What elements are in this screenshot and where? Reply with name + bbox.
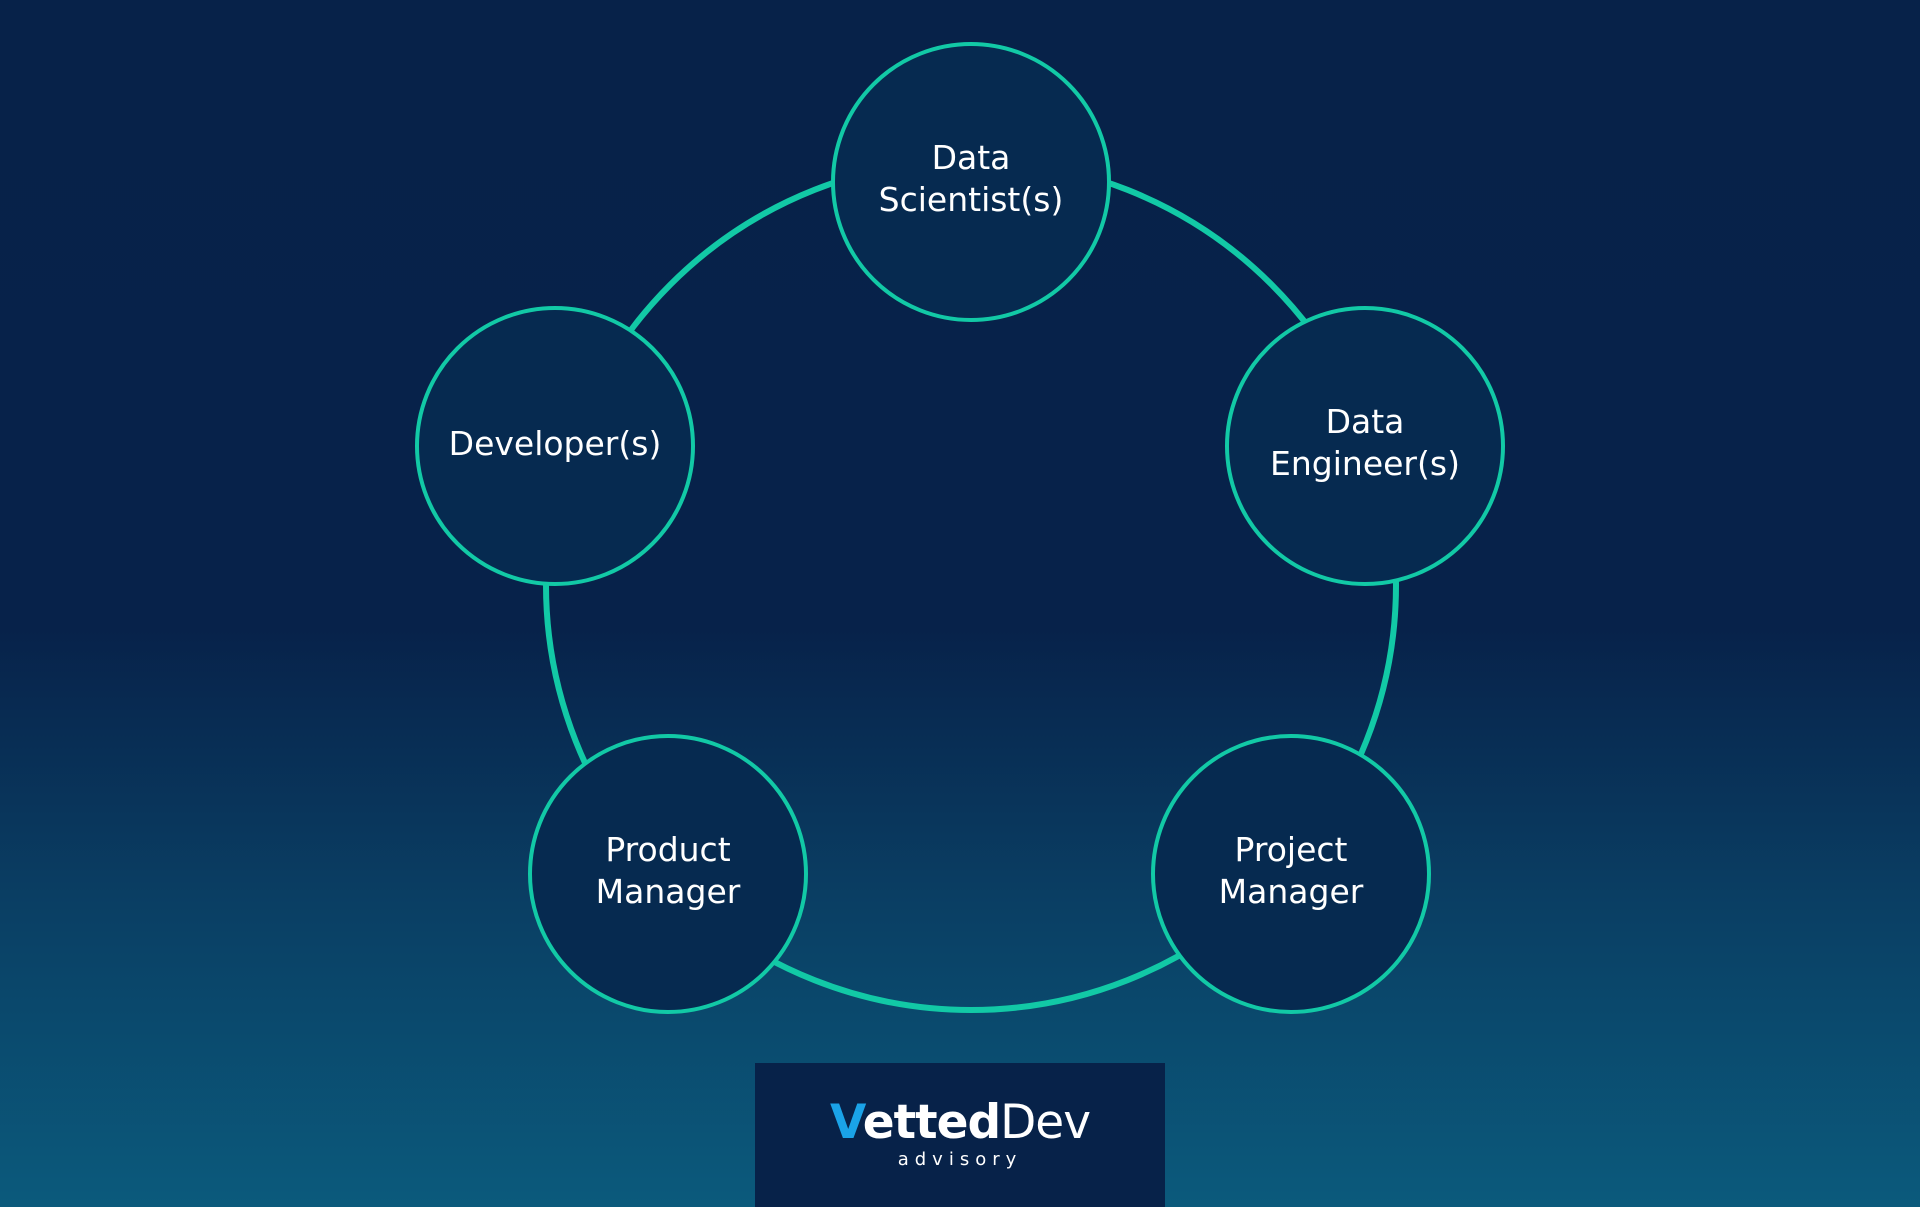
node-label: Product <box>605 830 730 869</box>
node-data-scientists: Data Scientist(s) <box>831 42 1111 322</box>
node-product-manager: Product Manager <box>528 734 808 1014</box>
logo-v-letter: V <box>829 1095 864 1150</box>
node-circle <box>1225 306 1505 586</box>
logo-tagline: advisory <box>897 1149 1023 1170</box>
node-label: Data <box>932 138 1011 177</box>
node-data-engineers: Data Engineer(s) <box>1225 306 1505 586</box>
node-circle <box>415 306 695 586</box>
node-project-manager: Project Manager <box>1151 734 1431 1014</box>
node-label: Manager <box>1219 872 1364 911</box>
node-circle <box>831 42 1111 322</box>
node-label: Scientist(s) <box>879 180 1064 219</box>
vetteddev-logo: VettedDev advisory <box>755 1063 1165 1207</box>
node-label: Manager <box>596 872 741 911</box>
logo-dev-text: Dev <box>1000 1095 1091 1150</box>
node-label: Developer(s) <box>449 424 662 463</box>
node-circle <box>528 734 808 1014</box>
node-developers: Developer(s) <box>415 306 695 586</box>
node-label: Engineer(s) <box>1270 444 1460 483</box>
node-circle <box>1151 734 1431 1014</box>
logo-wordmark: VettedDev <box>755 1097 1165 1149</box>
node-label: Project <box>1235 830 1348 869</box>
node-label: Data <box>1326 402 1405 441</box>
logo-etted-text: etted <box>862 1095 1001 1150</box>
